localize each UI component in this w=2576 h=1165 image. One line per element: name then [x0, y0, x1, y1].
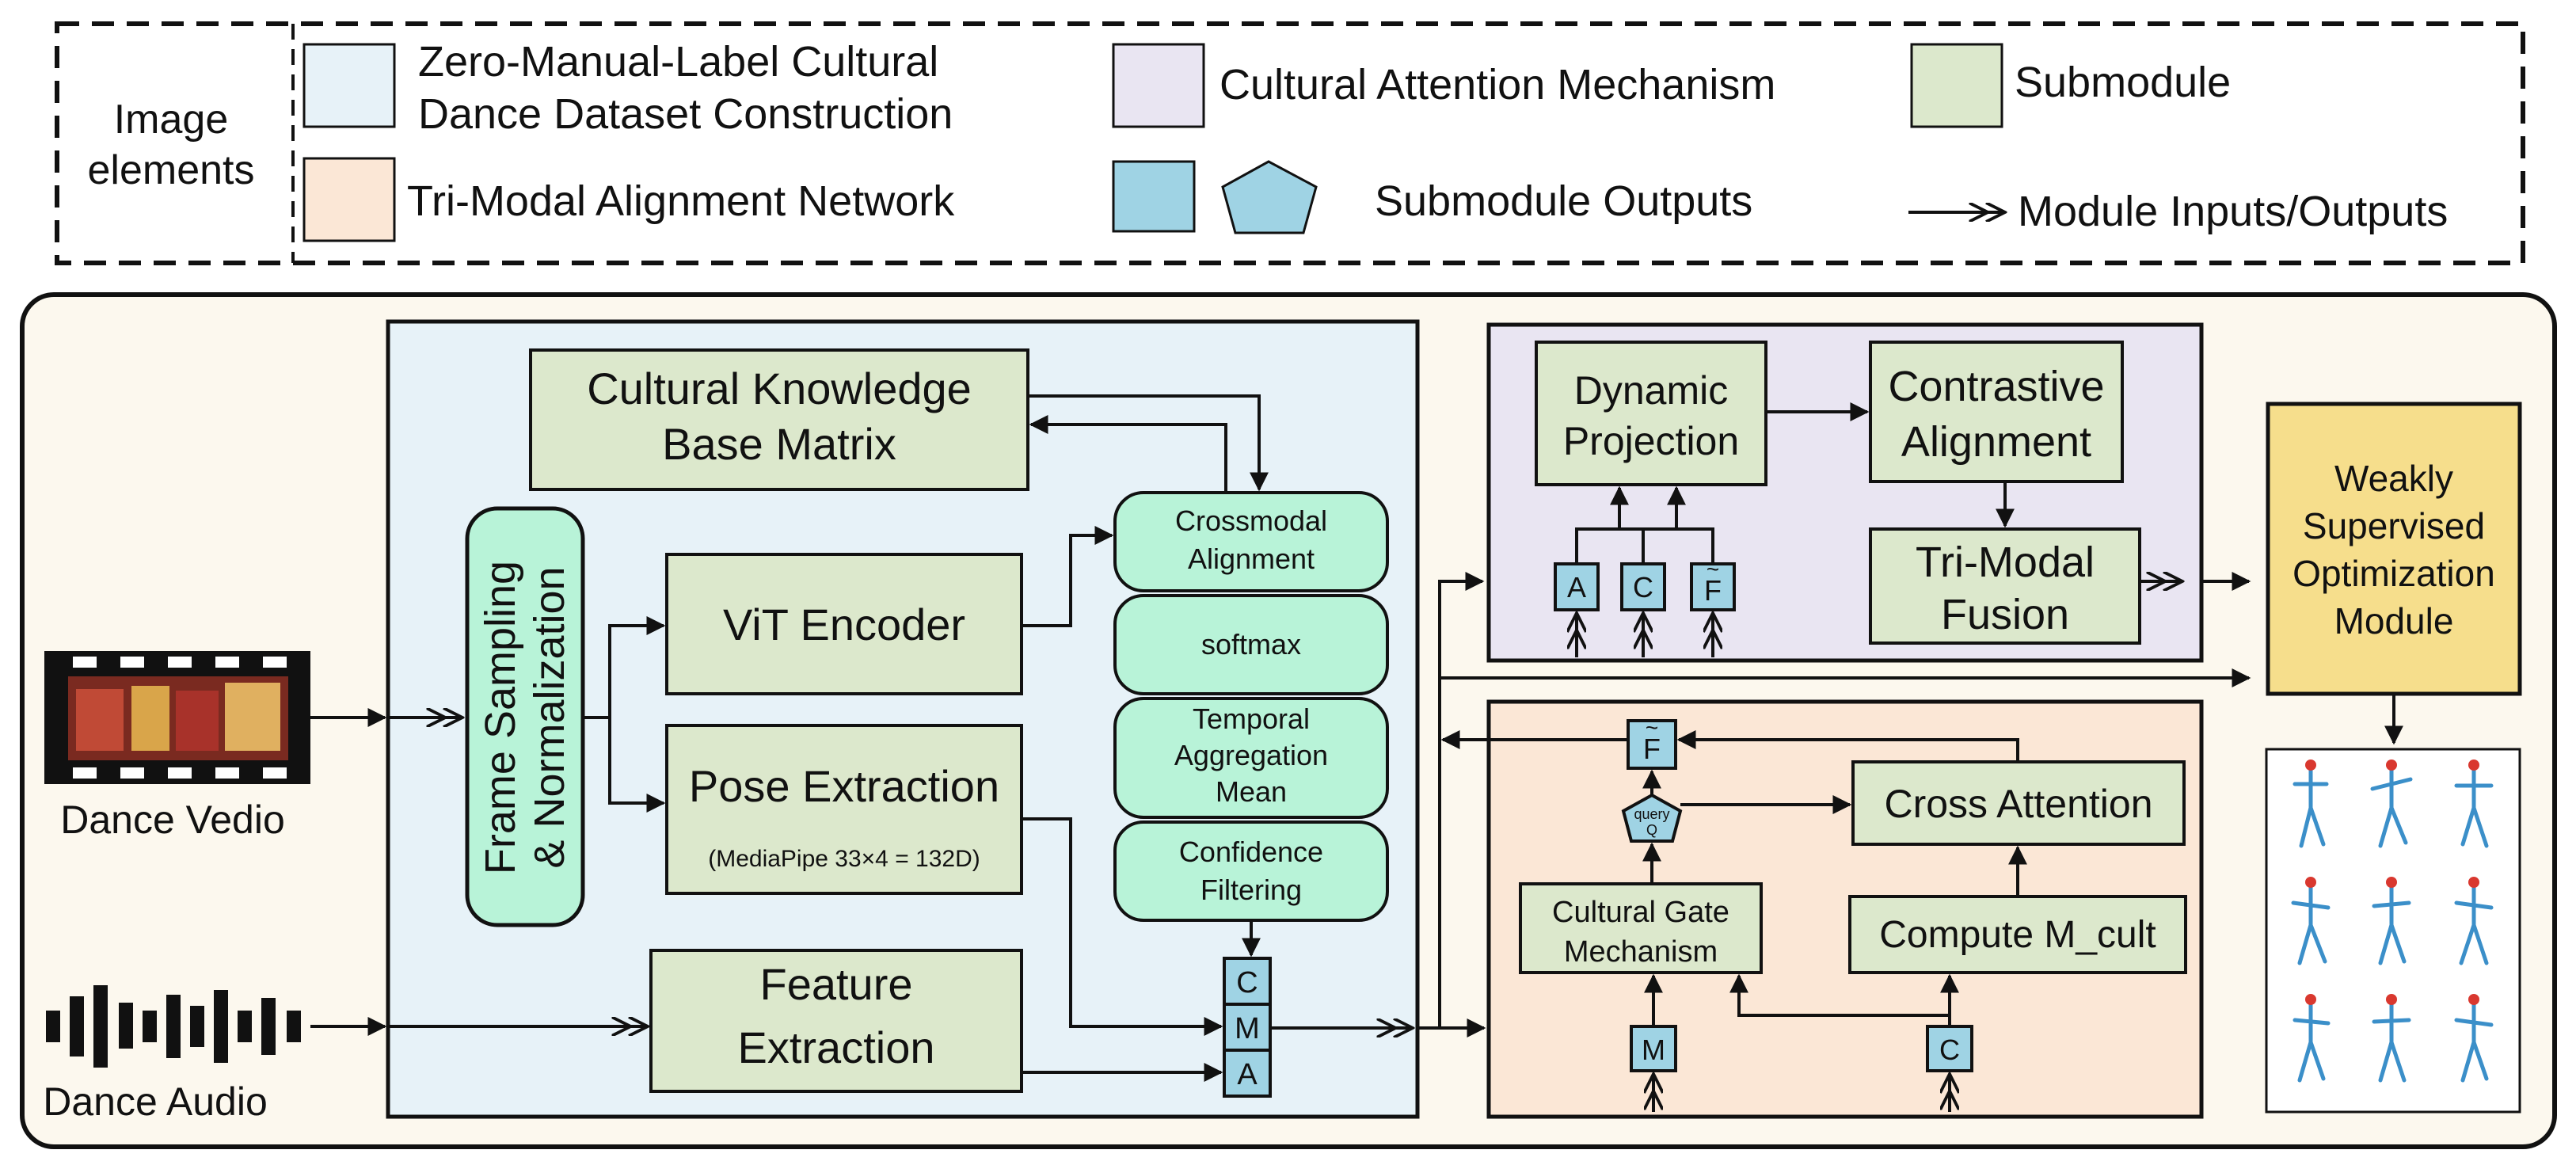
cross-attention-label: Cross Attention: [1884, 782, 2152, 826]
query-line2: Q: [1646, 822, 1657, 838]
kb-line2: Base Matrix: [662, 419, 896, 469]
contrastive-line2: Alignment: [1901, 418, 2091, 466]
frame-line1: Frame Sampling: [477, 561, 524, 874]
tri-modal-fusion-box: Tri-Modal Fusion: [1869, 527, 2141, 645]
weakly-supervised-box: Weakly Supervised Optimization Module: [2266, 402, 2522, 696]
softmax-label: softmax: [1201, 628, 1301, 661]
legend-module-io-label: Module Inputs/Outputs: [2018, 188, 2448, 235]
feat-line2: Extraction: [738, 1022, 935, 1072]
frame-line2: & Normalization: [526, 566, 573, 868]
vit-encoder-box: ViT Encoder: [665, 553, 1023, 695]
crossmodal-line1: Crossmodal: [1175, 504, 1327, 537]
cross-attention-box: Cross Attention: [1851, 760, 2186, 846]
tm-in-f: F: [1704, 574, 1722, 607]
contrastive-alignment-box: Contrastive Alignment: [1869, 341, 2124, 483]
tri-modal-inputs: A C F ~: [1554, 557, 1736, 611]
out-c: C: [1236, 966, 1258, 999]
out-a: A: [1237, 1058, 1258, 1091]
confidence-line1: Confidence: [1179, 836, 1323, 868]
fusion-line1: Tri-Modal: [1916, 539, 2095, 586]
attn-out-f-tilde: ~: [1646, 715, 1658, 740]
tm-in-a: A: [1567, 571, 1586, 603]
legend-output-square-icon: [1112, 160, 1196, 233]
tm-in-f-tilde: ~: [1707, 557, 1719, 581]
attn-in-m: M: [1642, 1034, 1665, 1066]
out-m: M: [1235, 1012, 1260, 1045]
legend-dataset-swatch: [302, 43, 396, 128]
frame-sampling-box: Frame Sampling & Normalization: [465, 506, 585, 927]
cma-output-stack: C M A: [1223, 957, 1272, 1098]
contrastive-line1: Contrastive: [1888, 363, 2104, 410]
legend-dataset-line2: Dance Dataset Construction: [418, 90, 953, 138]
weak-line1: Weakly: [2334, 458, 2453, 499]
weak-line2: Supervised: [2303, 505, 2485, 546]
crossmodal-line2: Alignment: [1188, 543, 1315, 575]
legend-cultural-label: Cultural Attention Mechanism: [1220, 61, 1775, 109]
vit-label: ViT Encoder: [723, 600, 965, 649]
legend-title-line1: Image: [114, 97, 229, 143]
cultural-gate-box: Cultural Gate Mechanism: [1519, 882, 1763, 974]
attn-out-f: F: [1643, 733, 1661, 765]
legend-pentagon-icon: [1221, 160, 1318, 234]
fusion-line2: Fusion: [1941, 591, 2069, 638]
temporal-line3: Mean: [1216, 775, 1287, 808]
confidence-line2: Filtering: [1200, 874, 1302, 906]
crossmodal-stack: Crossmodal Alignment softmax Temporal Ag…: [1113, 491, 1389, 922]
dynamic-projection-box: Dynamic Projection: [1535, 341, 1767, 486]
knowledge-base-box: Cultural Knowledge Base Matrix: [529, 348, 1029, 491]
weak-line4: Module: [2334, 600, 2454, 642]
video-label: Dance Vedio: [60, 798, 285, 842]
temporal-line1: Temporal: [1193, 702, 1310, 735]
gate-line1: Cultural Gate: [1552, 896, 1729, 929]
legend-submodule-label: Submodule: [2015, 59, 2231, 106]
legend-dataset-line1: Zero-Manual-Label Cultural: [418, 38, 938, 86]
pose-extraction-box: Pose Extraction (MediaPipe 33×4 = 132D): [665, 724, 1023, 895]
attn-inputs: M C: [1630, 1025, 1973, 1072]
dynamic-line1: Dynamic: [1574, 368, 1728, 413]
query-line1: query: [1634, 806, 1669, 822]
attn-in-c: C: [1939, 1034, 1960, 1066]
kb-line1: Cultural Knowledge: [587, 364, 972, 413]
audio-waveform-icon: [46, 985, 301, 1068]
dance-video-input: Dance Vedio: [44, 651, 310, 842]
skeleton-grid-icon: [2265, 748, 2521, 1114]
temporal-line2: Aggregation: [1174, 739, 1328, 771]
query-pentagon: query Q: [1621, 793, 1683, 843]
legend: Image elements Zero-Manual-Label Cultura…: [55, 21, 2525, 265]
orange-connectors: [1440, 730, 2027, 1112]
compute-label: Compute M_cult: [1879, 914, 2156, 956]
legend-submodule-swatch: [1910, 43, 2003, 128]
legend-cultural-swatch: [1112, 43, 1205, 128]
legend-title-line2: elements: [88, 147, 255, 193]
dance-audio-input: Dance Audio: [43, 985, 301, 1124]
tm-in-c: C: [1633, 571, 1653, 603]
compute-mcult-box: Compute M_cult: [1848, 895, 2187, 974]
pose-label: Pose Extraction: [689, 761, 999, 811]
dataset-connectors: [310, 394, 1413, 1082]
purple-connectors: [1577, 402, 2182, 657]
legend-tri-modal-swatch: [302, 157, 396, 242]
attn-f-output: F ~: [1627, 715, 1677, 770]
dynamic-line2: Projection: [1563, 419, 1739, 463]
weak-line3: Optimization: [2293, 553, 2495, 594]
pose-sub-label: (MediaPipe 33×4 = 132D): [708, 846, 980, 872]
feature-extraction-box: Feature Extraction: [649, 949, 1023, 1093]
legend-submodule-outputs-label: Submodule Outputs: [1375, 177, 1752, 225]
audio-label: Dance Audio: [43, 1079, 268, 1124]
film-strip-icon: [44, 651, 310, 784]
legend-tri-modal-label: Tri-Modal Alignment Network: [407, 177, 955, 225]
gate-line2: Mechanism: [1564, 935, 1718, 969]
feat-line1: Feature: [760, 959, 913, 1009]
